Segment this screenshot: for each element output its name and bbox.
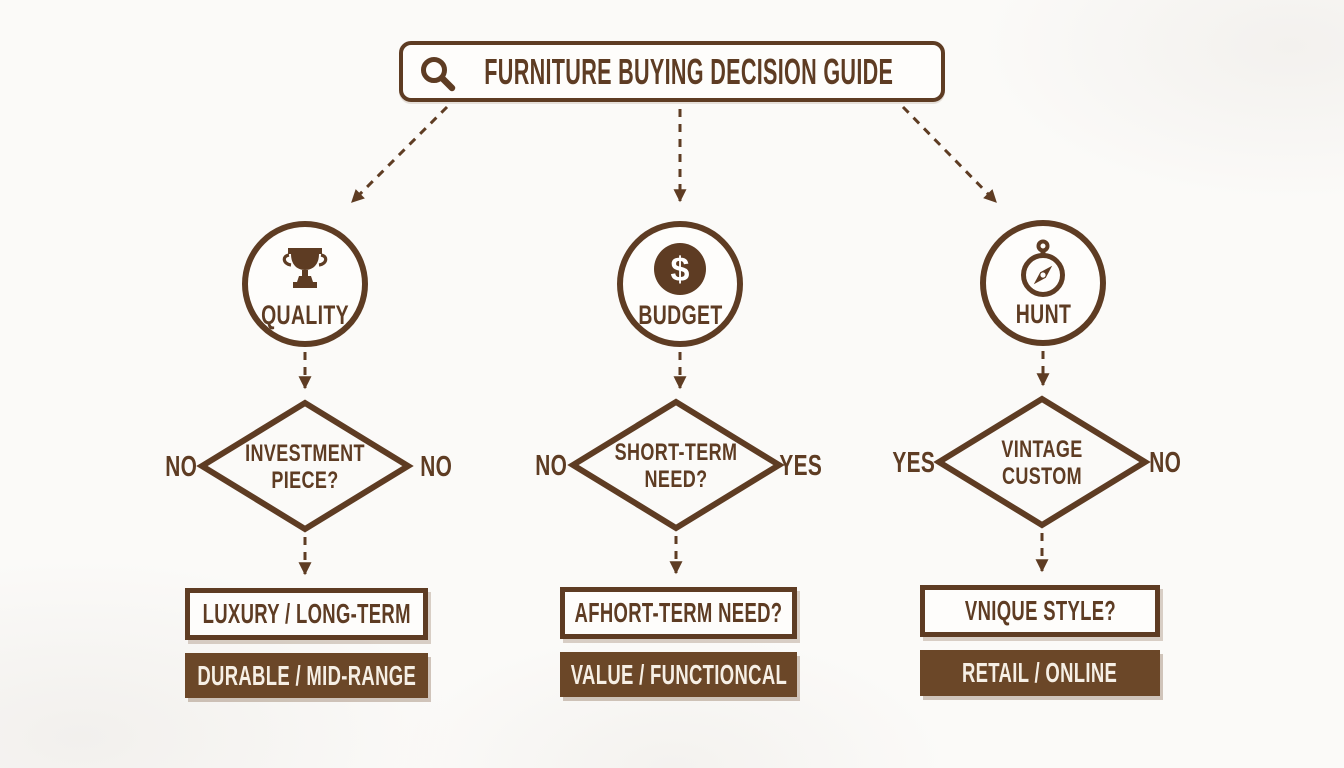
outcome-label: RETAIL / ONLINE: [962, 657, 1118, 688]
title-search-bar: FURNITURE BUYING DECISION GUIDE: [399, 41, 945, 102]
arrow-header-to-hunt: [901, 105, 998, 204]
decision-text-quality: INVESTMENT PIECE?: [220, 440, 390, 494]
branch-label-hunt-left: YES: [892, 447, 936, 479]
arrow-header-to-quality: [350, 105, 449, 204]
page-title: FURNITURE BUYING DECISION GUIDE: [484, 50, 894, 92]
branch-label-quality-right: NO: [419, 451, 453, 483]
decision-diamond-budget: [567, 398, 785, 532]
branch-label-budget-right: YES: [779, 450, 823, 482]
outcome-label: DURABLE / MID-RANGE: [197, 659, 416, 691]
category-circle-hunt: HUNT: [980, 220, 1106, 346]
outcome-label: VNIQUE STYLE?: [964, 595, 1116, 626]
outcome-box-budget-secondary: VALUE / FUNCTIONCAL: [560, 652, 797, 697]
decision-line: INVESTMENT: [245, 440, 365, 467]
branch-label-hunt-right: NO: [1148, 447, 1182, 479]
category-label-budget: BUDGET: [637, 300, 723, 330]
outcome-box-quality-primary: LUXURY / LONG-TERM: [185, 588, 428, 640]
decision-line: VINTAGE: [1001, 436, 1083, 463]
category-circle-quality: QUALITY: [242, 221, 368, 347]
decision-line: PIECE?: [271, 467, 339, 494]
branch-label-quality-left: NO: [164, 451, 198, 483]
decision-diamond-quality: [196, 399, 414, 533]
decision-line: SHORT-TERM: [614, 439, 738, 466]
compass-icon: [1017, 238, 1069, 298]
category-circle-budget: $ BUDGET: [617, 221, 743, 347]
branch-label-budget-left: NO: [534, 450, 568, 482]
category-label-quality: QUALITY: [261, 300, 349, 330]
decision-text-hunt: VINTAGE CUSTOM: [957, 436, 1127, 490]
decision-line: NEED?: [644, 466, 708, 493]
outcome-box-budget-primary: AFHORT-TERM NEED?: [560, 587, 797, 639]
category-label-hunt: HUNT: [1015, 299, 1071, 329]
decision-line: CUSTOM: [1002, 463, 1082, 490]
svg-text:$: $: [671, 251, 690, 289]
decision-diamond-hunt: [933, 395, 1151, 529]
outcome-box-hunt-primary: VNIQUE STYLE?: [920, 585, 1160, 637]
decision-text-budget: SHORT-TERM NEED?: [591, 439, 761, 493]
outcome-label: VALUE / FUNCTIONCAL: [570, 658, 787, 690]
trophy-icon: [281, 239, 329, 299]
outcome-label: LUXURY / LONG-TERM: [202, 598, 411, 629]
outcome-box-hunt-secondary: RETAIL / ONLINE: [920, 650, 1160, 696]
search-icon: [421, 57, 456, 92]
outcome-box-quality-secondary: DURABLE / MID-RANGE: [185, 653, 428, 698]
dollar-icon: $: [653, 239, 707, 299]
outcome-label: AFHORT-TERM NEED?: [574, 597, 783, 628]
